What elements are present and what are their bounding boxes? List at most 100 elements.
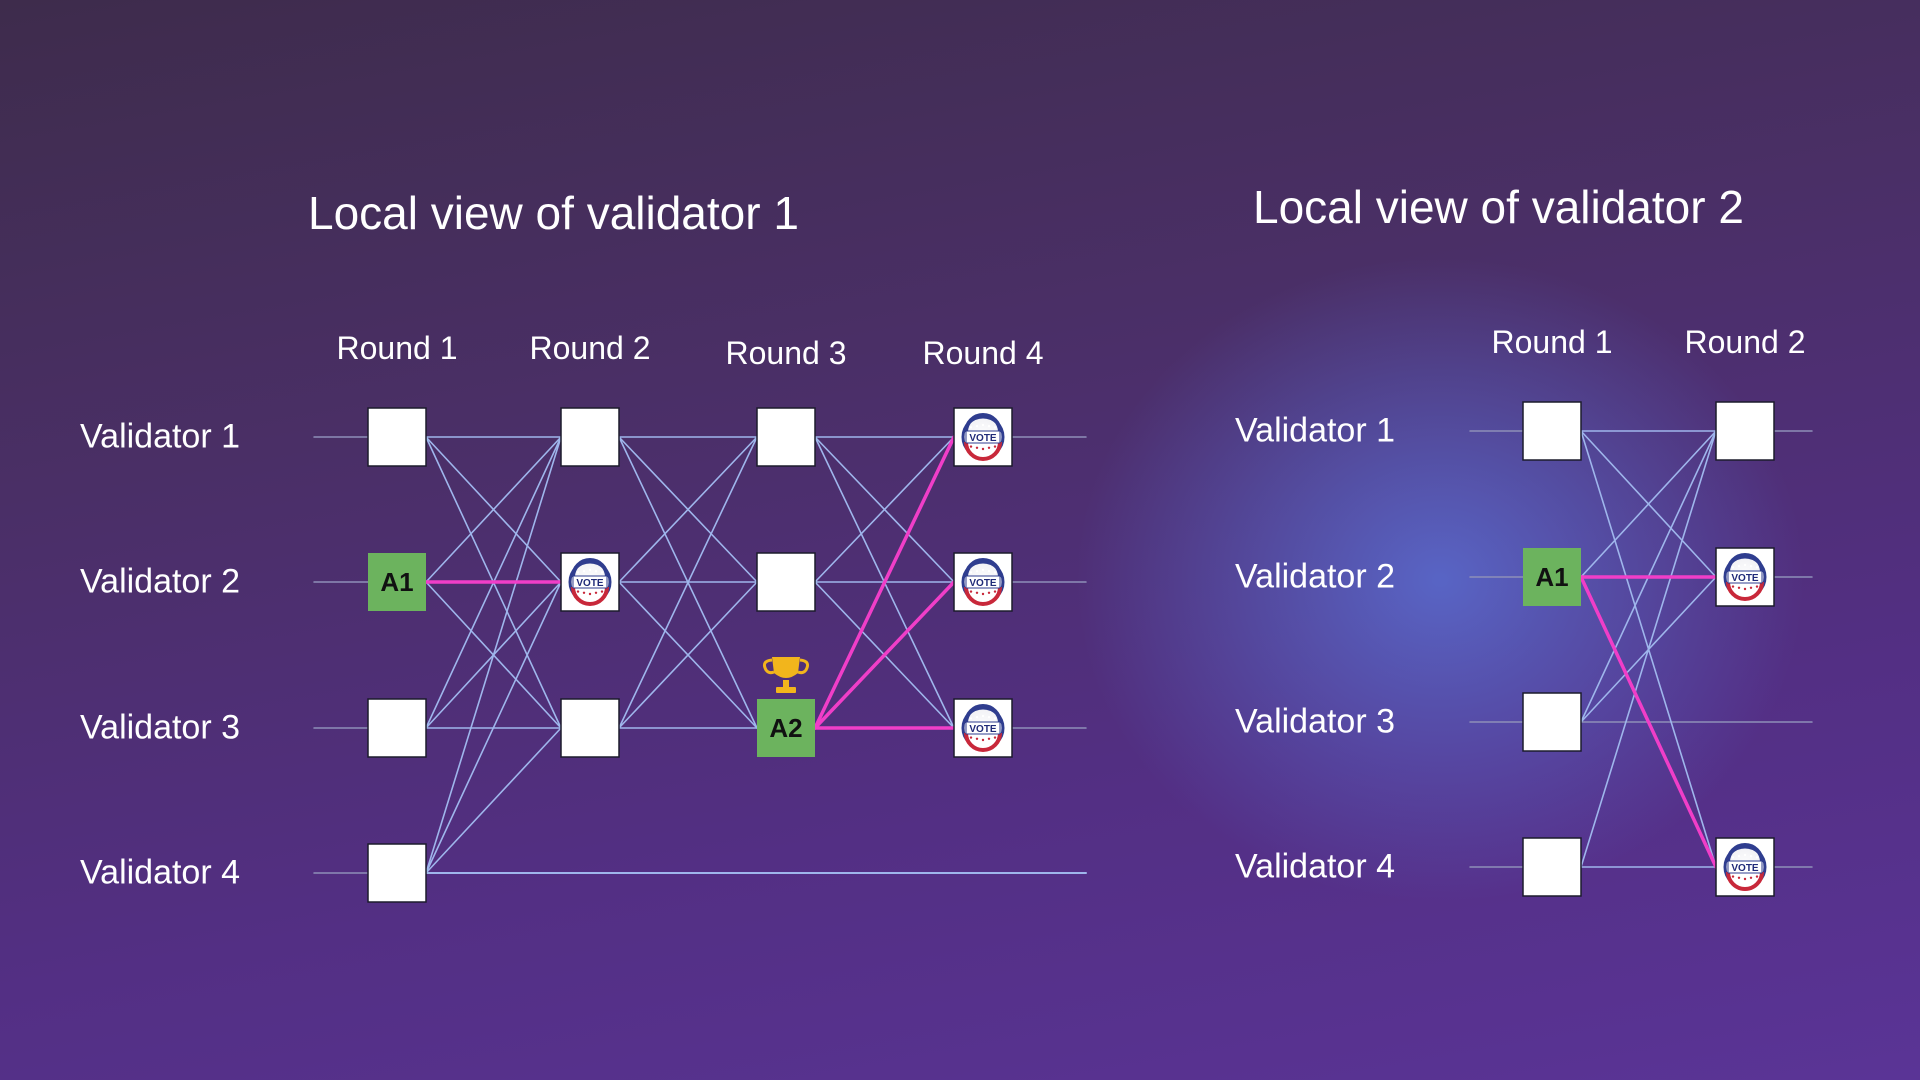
- trophy-stem: [783, 680, 789, 688]
- edges: [425, 430, 1717, 874]
- trophy-handle-right: [797, 658, 809, 675]
- view-1-block-r1-v3: [367, 698, 427, 758]
- view-1-round-1-label: Round 1: [336, 330, 458, 366]
- view-1-validator-2-label: Validator 2: [80, 562, 241, 601]
- vote-badge-dot: [975, 737, 979, 740]
- vote-badge-star: [576, 571, 580, 574]
- view-1-edge-r3v3-r4v2: [813, 580, 956, 730]
- vote-badge-text: VOTE: [576, 578, 604, 589]
- view-1-block-r3-v3-anchor: A2: [757, 699, 815, 757]
- vote-badge-text: VOTE: [969, 724, 997, 735]
- vote-badge-dot: [576, 590, 580, 593]
- vote-badge-dot: [1737, 586, 1741, 589]
- vote-badge-star: [969, 571, 973, 574]
- view-2-block-r1-v4: [1522, 837, 1582, 897]
- vote-badge-dot: [1737, 876, 1741, 879]
- view-2-validator-3-label: Validator 3: [1235, 702, 1396, 741]
- anchor-box: [368, 553, 426, 611]
- view-1-edge-r2v3-r3v1: [618, 436, 758, 729]
- view-2-edge-r1v4-r2v1: [1580, 430, 1717, 868]
- anchor-box: [757, 699, 815, 757]
- view-2-edge-r1v2-r2v1: [1580, 430, 1717, 578]
- vote-badge-star: [1755, 566, 1759, 569]
- vote-badge-star: [1737, 565, 1741, 568]
- vote-badge-dot: [969, 736, 973, 739]
- vote-badge-star: [975, 425, 979, 428]
- view-1-edge-r1v4-r2v2: [425, 581, 562, 874]
- vote-badge-banner: [572, 575, 608, 589]
- vote-badge-star: [993, 717, 997, 720]
- vote-badge-star: [993, 571, 997, 574]
- vote-badge-blue-band: [1726, 553, 1764, 573]
- vote-badge-text: VOTE: [1731, 863, 1759, 874]
- vote-badge-blue-band: [571, 558, 609, 578]
- view-1-block-r1-v4: [367, 843, 427, 903]
- vote-badge-star: [594, 570, 598, 573]
- vote-badge-star: [1755, 856, 1759, 859]
- anchor-label: A1: [380, 567, 413, 597]
- vote-badge-text: VOTE: [969, 433, 997, 444]
- vote-badge-star: [1749, 855, 1753, 858]
- vote-badge-star: [1731, 566, 1735, 569]
- view-1-title: Local view of validator 1: [308, 187, 799, 239]
- view-1-block-r4-v1-vote: VOTE: [953, 407, 1013, 467]
- vote-badge-star: [600, 571, 604, 574]
- vote-badge-red-band: [964, 441, 1002, 461]
- vote-badge-star: [987, 716, 991, 719]
- vote-badge-banner: [965, 721, 1001, 735]
- vote-badge-star: [1749, 565, 1753, 568]
- track-lines: [313, 430, 1813, 874]
- vote-badge-dot: [1743, 587, 1747, 591]
- vote-badge-star: [1743, 853, 1747, 857]
- vote-badge-banner: [1727, 860, 1763, 874]
- vote-badge-dot: [981, 592, 985, 596]
- vote-badge-star: [1743, 563, 1747, 567]
- view-1-block-r2-v3: [560, 698, 620, 758]
- view-2-edge-r1v2-r2v4: [1579, 575, 1718, 869]
- trophy-base: [776, 687, 796, 693]
- view-2-validator-1-label: Validator 1: [1235, 411, 1396, 450]
- view-1-block-r4-v2-vote: VOTE: [953, 552, 1013, 612]
- vote-badge-star: [993, 426, 997, 429]
- view-1-block-r2-v2-vote: VOTE: [560, 552, 620, 612]
- vote-badge-banner: [965, 430, 1001, 444]
- view-2-block-r2-v4-vote: VOTE: [1715, 837, 1775, 897]
- trophy-handle-left: [763, 658, 775, 675]
- vote-badge-star: [975, 716, 979, 719]
- vote-badge-dot: [1755, 585, 1759, 588]
- vote-badge-text: VOTE: [1731, 573, 1759, 584]
- vote-badge-dot: [981, 738, 985, 742]
- vote-badge-dot: [981, 447, 985, 451]
- view-1-block-r1-v2-anchor: A1: [368, 553, 426, 611]
- view-1-trophy-icon: [763, 657, 809, 693]
- vote-badge-dot: [600, 590, 604, 593]
- vote-badge-dot: [975, 446, 979, 449]
- vote-badge-dot: [987, 737, 991, 740]
- view-1-edge-r1v2-r2v1: [425, 436, 562, 583]
- anchor-box: [1523, 548, 1581, 606]
- anchor-label: A2: [769, 713, 802, 743]
- vote-badge-red-band: [571, 586, 609, 606]
- view-1-validator-4-label: Validator 4: [80, 853, 241, 892]
- vote-badge-star: [1737, 855, 1741, 858]
- view-2-title: Local view of validator 2: [1253, 181, 1744, 233]
- vote-badge-dot: [1731, 875, 1735, 878]
- vote-badge-star: [582, 570, 586, 573]
- view-2-block-r1-v1: [1522, 401, 1582, 461]
- vote-badge-star: [1731, 856, 1735, 859]
- vote-badge-dot: [1743, 877, 1747, 881]
- vote-badge-dot: [969, 590, 973, 593]
- vote-badge-red-band: [964, 586, 1002, 606]
- vote-badge-dot: [588, 592, 592, 596]
- vote-badge-red-band: [964, 732, 1002, 752]
- vote-badge-blue-band: [964, 704, 1002, 724]
- anchor-label: A1: [1535, 562, 1568, 592]
- vote-badge-star: [987, 570, 991, 573]
- view-2-validator-2-label: Validator 2: [1235, 557, 1396, 596]
- vote-badge-star: [981, 714, 985, 718]
- vote-badge-dot: [987, 591, 991, 594]
- vote-badge-dot: [1749, 876, 1753, 879]
- view-2-block-r1-v3: [1522, 692, 1582, 752]
- view-1-edge-r2v3-r3v2: [618, 581, 758, 729]
